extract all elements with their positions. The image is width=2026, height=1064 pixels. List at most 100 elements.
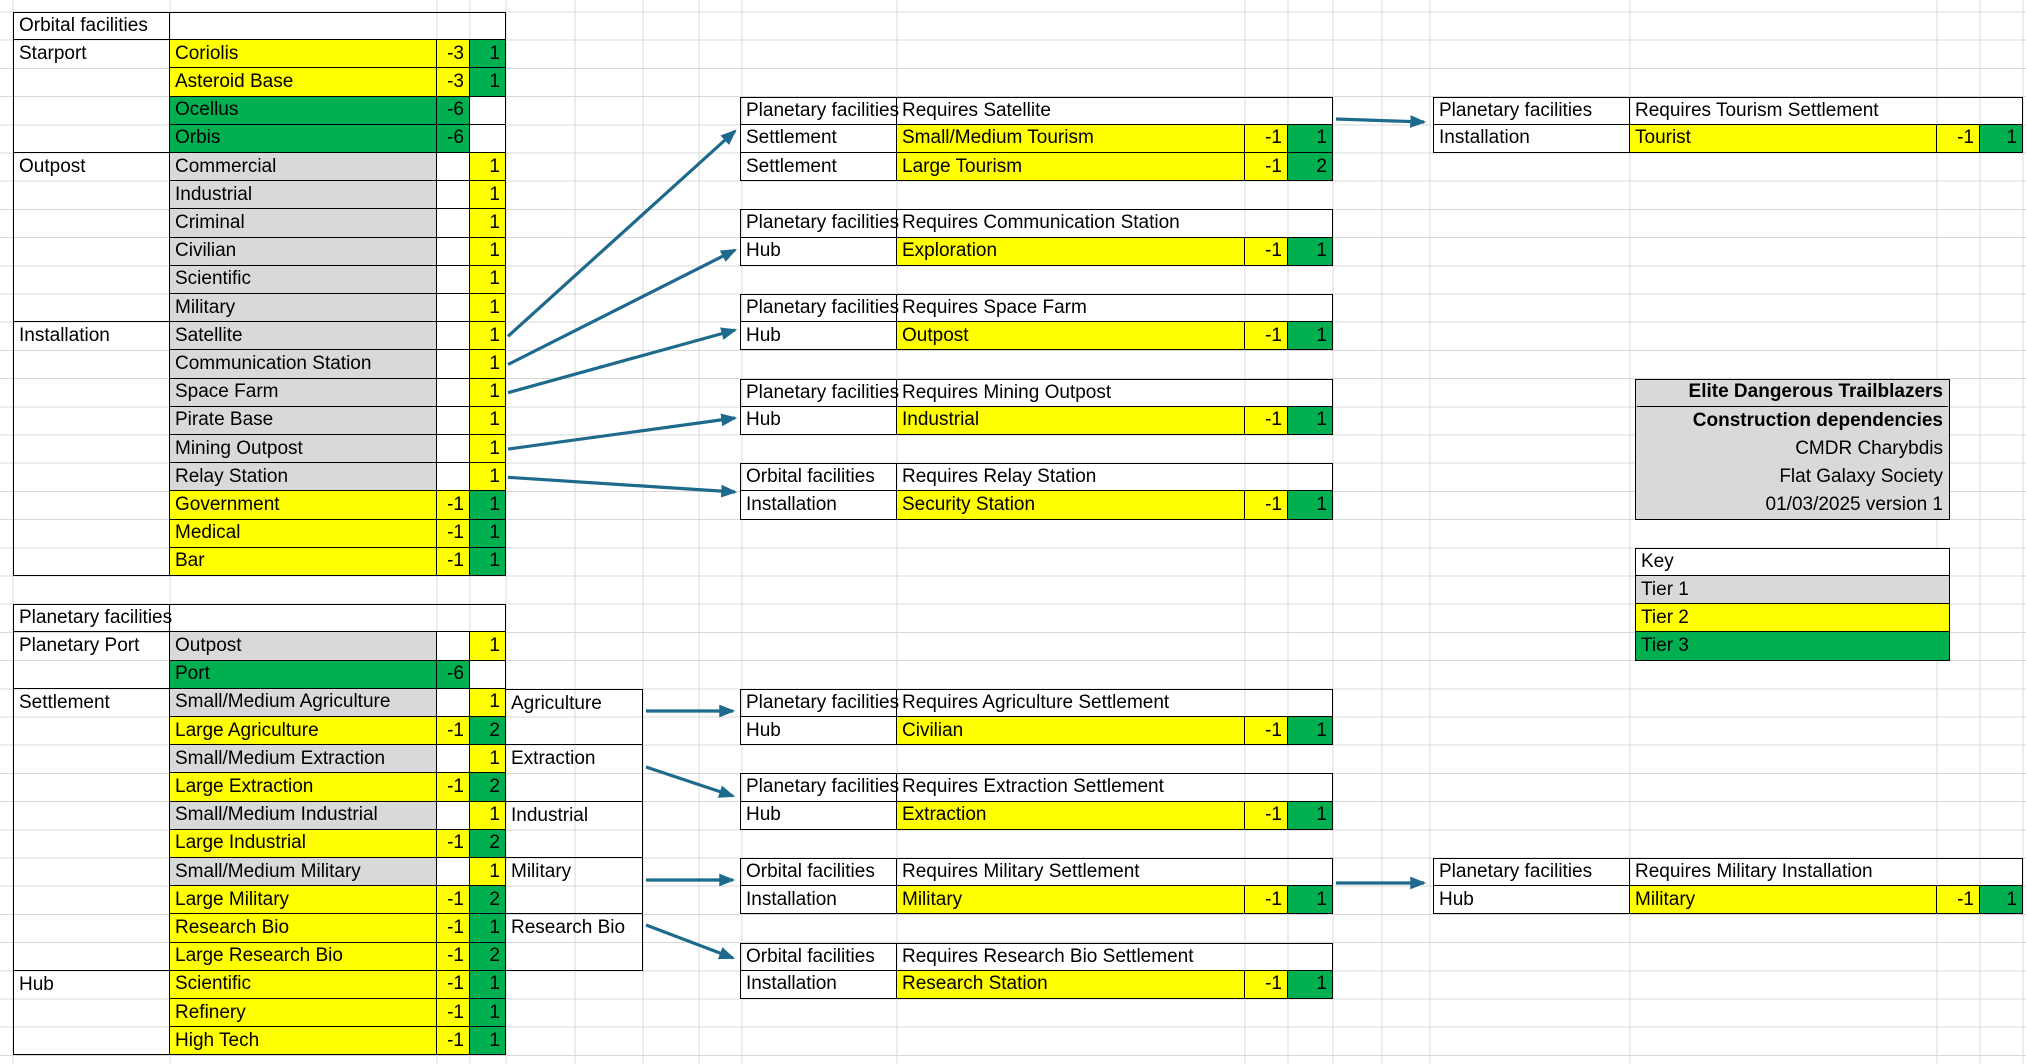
- gain-cell-small-medium-extraction[interactable]: 1: [470, 745, 506, 774]
- cost-cell-orbis[interactable]: -6: [437, 124, 470, 153]
- settlement-type-box-military[interactable]: Military: [506, 858, 643, 915]
- facility-cell-government[interactable]: Government: [170, 491, 437, 520]
- cost-cell-mining-outpost[interactable]: [437, 435, 470, 464]
- requires-extraction-settlement-cost-cell[interactable]: -1: [1245, 801, 1288, 830]
- facility-cell-scientific[interactable]: Scientific: [170, 265, 437, 294]
- requires-space-farm-facility-cell-outpost[interactable]: Outpost: [897, 322, 1245, 351]
- cost-cell-commercial[interactable]: [437, 153, 470, 182]
- cost-cell-port[interactable]: -6: [437, 660, 470, 689]
- cost-cell-relay-station[interactable]: [437, 463, 470, 492]
- requires-military-installation-category-cell-hub[interactable]: Hub: [1433, 886, 1630, 915]
- requires-space-farm-header-title[interactable]: Requires Space Farm: [897, 294, 1333, 323]
- facility-cell-military[interactable]: Military: [170, 294, 437, 323]
- requires-tourism-settlement-category-cell-installation[interactable]: Installation: [1433, 124, 1630, 153]
- settlement-type-box-extraction[interactable]: Extraction: [506, 745, 643, 802]
- requires-satellite-cost-cell[interactable]: -1: [1245, 153, 1288, 182]
- cost-cell-industrial[interactable]: [437, 181, 470, 210]
- cost-cell-space-farm[interactable]: [437, 378, 470, 407]
- settlement-type-box-agriculture[interactable]: Agriculture: [506, 688, 643, 746]
- facility-cell-relay-station[interactable]: Relay Station: [170, 463, 437, 492]
- facility-cell-outpost[interactable]: Outpost: [170, 632, 437, 661]
- requires-military-settlement-category-cell-installation[interactable]: Installation: [740, 886, 897, 915]
- gain-cell-scientific[interactable]: 1: [470, 970, 506, 999]
- requires-satellite-header-domain[interactable]: Planetary facilities: [740, 96, 899, 125]
- requires-relay-station-header-title[interactable]: Requires Relay Station: [897, 463, 1333, 492]
- cost-cell-civilian[interactable]: [437, 237, 470, 266]
- gain-cell-military[interactable]: 1: [470, 294, 506, 323]
- gain-cell-pirate-base[interactable]: 1: [470, 406, 506, 435]
- cost-cell-military[interactable]: [437, 294, 470, 323]
- settlement-type-box-industrial[interactable]: Industrial: [506, 801, 643, 858]
- requires-satellite-category-cell-settlement[interactable]: Settlement: [740, 153, 897, 182]
- facility-cell-refinery[interactable]: Refinery: [170, 999, 437, 1028]
- gain-cell-communication-station[interactable]: 1: [470, 350, 506, 379]
- facility-cell-small-medium-extraction[interactable]: Small/Medium Extraction: [170, 745, 437, 774]
- requires-tourism-settlement-cost-cell[interactable]: -1: [1937, 124, 1980, 153]
- requires-research-bio-settlement-cost-cell[interactable]: -1: [1245, 970, 1288, 999]
- cost-cell-large-extraction[interactable]: -1: [437, 773, 470, 802]
- requires-extraction-settlement-header-domain[interactable]: Planetary facilities: [740, 773, 899, 802]
- requires-agriculture-settlement-header-domain[interactable]: Planetary facilities: [740, 688, 899, 717]
- category-cell-hub[interactable]: Hub: [13, 970, 170, 1056]
- requires-communication-station-header-title[interactable]: Requires Communication Station: [897, 209, 1333, 238]
- requires-tourism-settlement-header-title[interactable]: Requires Tourism Settlement: [1630, 96, 2023, 125]
- facility-cell-mining-outpost[interactable]: Mining Outpost: [170, 435, 437, 464]
- category-cell-settlement[interactable]: Settlement: [13, 688, 170, 971]
- facility-cell-bar[interactable]: Bar: [170, 547, 437, 576]
- facility-cell-orbis[interactable]: Orbis: [170, 124, 437, 153]
- requires-satellite-cost-cell[interactable]: -1: [1245, 124, 1288, 153]
- gain-cell-ocellus[interactable]: [470, 96, 506, 125]
- requires-communication-station-gain-cell[interactable]: 1: [1288, 237, 1333, 266]
- orbital-facilities-table-header[interactable]: Orbital facilities: [13, 12, 170, 41]
- requires-satellite-gain-cell[interactable]: 1: [1288, 124, 1333, 153]
- gain-cell-civilian[interactable]: 1: [470, 237, 506, 266]
- facility-cell-industrial[interactable]: Industrial: [170, 181, 437, 210]
- requires-research-bio-settlement-facility-cell-research-station[interactable]: Research Station: [897, 970, 1245, 999]
- requires-agriculture-settlement-header-title[interactable]: Requires Agriculture Settlement: [897, 688, 1333, 717]
- facility-cell-coriolis[interactable]: Coriolis: [170, 40, 437, 69]
- category-cell-installation[interactable]: Installation: [13, 322, 170, 576]
- cost-cell-large-research-bio[interactable]: -1: [437, 942, 470, 971]
- gain-cell-port[interactable]: [470, 660, 506, 689]
- requires-satellite-facility-cell-large-tourism[interactable]: Large Tourism: [897, 153, 1245, 182]
- facility-cell-communication-station[interactable]: Communication Station: [170, 350, 437, 379]
- requires-military-settlement-cost-cell[interactable]: -1: [1245, 886, 1288, 915]
- gain-cell-bar[interactable]: 1: [470, 547, 506, 576]
- gain-cell-small-medium-industrial[interactable]: 1: [470, 801, 506, 830]
- gain-cell-refinery[interactable]: 1: [470, 999, 506, 1028]
- gain-cell-large-agriculture[interactable]: 2: [470, 717, 506, 746]
- requires-tourism-settlement-header-domain[interactable]: Planetary facilities: [1433, 96, 1630, 125]
- requires-communication-station-category-cell-hub[interactable]: Hub: [740, 237, 897, 266]
- cost-cell-small-medium-military[interactable]: [437, 858, 470, 887]
- cost-cell-small-medium-extraction[interactable]: [437, 745, 470, 774]
- gain-cell-commercial[interactable]: 1: [470, 153, 506, 182]
- requires-space-farm-gain-cell[interactable]: 1: [1288, 322, 1333, 351]
- gain-cell-small-medium-agriculture[interactable]: 1: [470, 688, 506, 717]
- facility-cell-small-medium-agriculture[interactable]: Small/Medium Agriculture: [170, 688, 437, 717]
- cost-cell-satellite[interactable]: [437, 322, 470, 351]
- cost-cell-asteroid-base[interactable]: -3: [437, 68, 470, 97]
- requires-agriculture-settlement-gain-cell[interactable]: 1: [1288, 717, 1333, 746]
- facility-cell-large-agriculture[interactable]: Large Agriculture: [170, 717, 437, 746]
- cost-cell-outpost[interactable]: [437, 632, 470, 661]
- planetary-facilities-header-spacer[interactable]: [170, 604, 506, 633]
- requires-communication-station-facility-cell-exploration[interactable]: Exploration: [897, 237, 1245, 266]
- facility-cell-criminal[interactable]: Criminal: [170, 209, 437, 238]
- requires-agriculture-settlement-category-cell-hub[interactable]: Hub: [740, 717, 897, 746]
- cost-cell-pirate-base[interactable]: [437, 406, 470, 435]
- facility-cell-medical[interactable]: Medical: [170, 519, 437, 548]
- requires-military-installation-header-domain[interactable]: Planetary facilities: [1433, 858, 1630, 887]
- requires-satellite-facility-cell-small-medium-tourism[interactable]: Small/Medium Tourism: [897, 124, 1245, 153]
- category-cell-planetary-port[interactable]: Planetary Port: [13, 632, 170, 689]
- requires-military-settlement-gain-cell[interactable]: 1: [1288, 886, 1333, 915]
- requires-military-settlement-header-title[interactable]: Requires Military Settlement: [897, 858, 1333, 887]
- cost-cell-medical[interactable]: -1: [437, 519, 470, 548]
- gain-cell-large-extraction[interactable]: 2: [470, 773, 506, 802]
- requires-satellite-category-cell-settlement[interactable]: Settlement: [740, 124, 897, 153]
- facility-cell-large-extraction[interactable]: Large Extraction: [170, 773, 437, 802]
- requires-mining-outpost-category-cell-hub[interactable]: Hub: [740, 406, 897, 435]
- requires-relay-station-category-cell-installation[interactable]: Installation: [740, 491, 897, 520]
- requires-mining-outpost-header-domain[interactable]: Planetary facilities: [740, 378, 899, 407]
- requires-military-installation-facility-cell-military[interactable]: Military: [1630, 886, 1937, 915]
